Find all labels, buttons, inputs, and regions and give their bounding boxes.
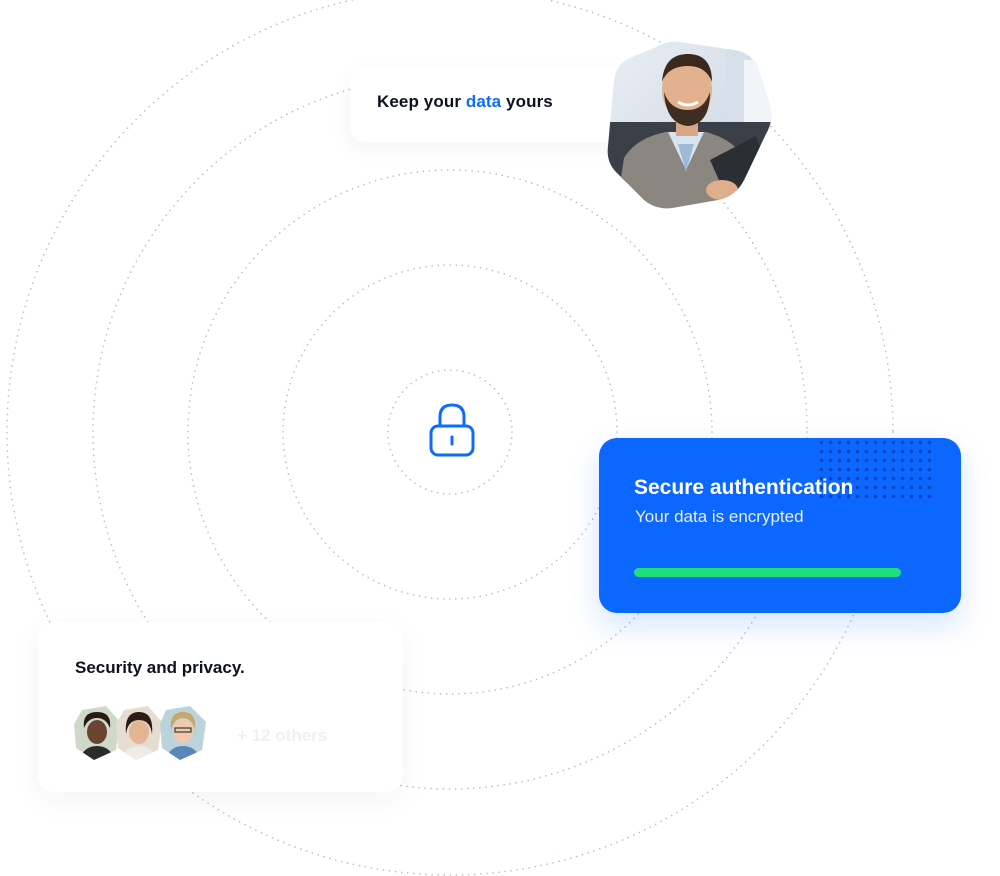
headline-after: yours: [501, 92, 553, 111]
lock-icon: [429, 403, 475, 457]
auth-card-title: Secure authentication: [634, 476, 854, 499]
auth-card-subtitle: Your data is encrypted: [635, 507, 804, 526]
dot-pattern-decoration: [817, 438, 935, 500]
ring-3: [187, 169, 713, 695]
security-card-heading: Security and privacy.: [75, 658, 245, 677]
user-avatar-group: [74, 706, 206, 760]
ring-1: [387, 369, 513, 495]
ring-4: [92, 74, 808, 790]
headline-before: Keep your: [377, 92, 466, 111]
others-count-label: + 12 others: [237, 726, 328, 745]
secure-authentication-card: Secure authentication Your data is encry…: [599, 438, 961, 613]
keep-data-card: Keep your data yours: [350, 68, 640, 142]
headline-accent: data: [465, 92, 502, 111]
avatar-2: [116, 706, 162, 760]
ring-5: [6, 0, 894, 876]
auth-progress-bar: [634, 568, 901, 577]
avatar-1: [74, 706, 120, 760]
hero-headline: Keep your data yours: [377, 92, 553, 112]
auth-progress-fill: [634, 568, 901, 577]
ring-2: [282, 264, 618, 600]
portrait-man-with-tablet: [607, 41, 772, 209]
security-privacy-card: Security and privacy.: [38, 622, 403, 792]
avatar-3: [160, 706, 206, 760]
